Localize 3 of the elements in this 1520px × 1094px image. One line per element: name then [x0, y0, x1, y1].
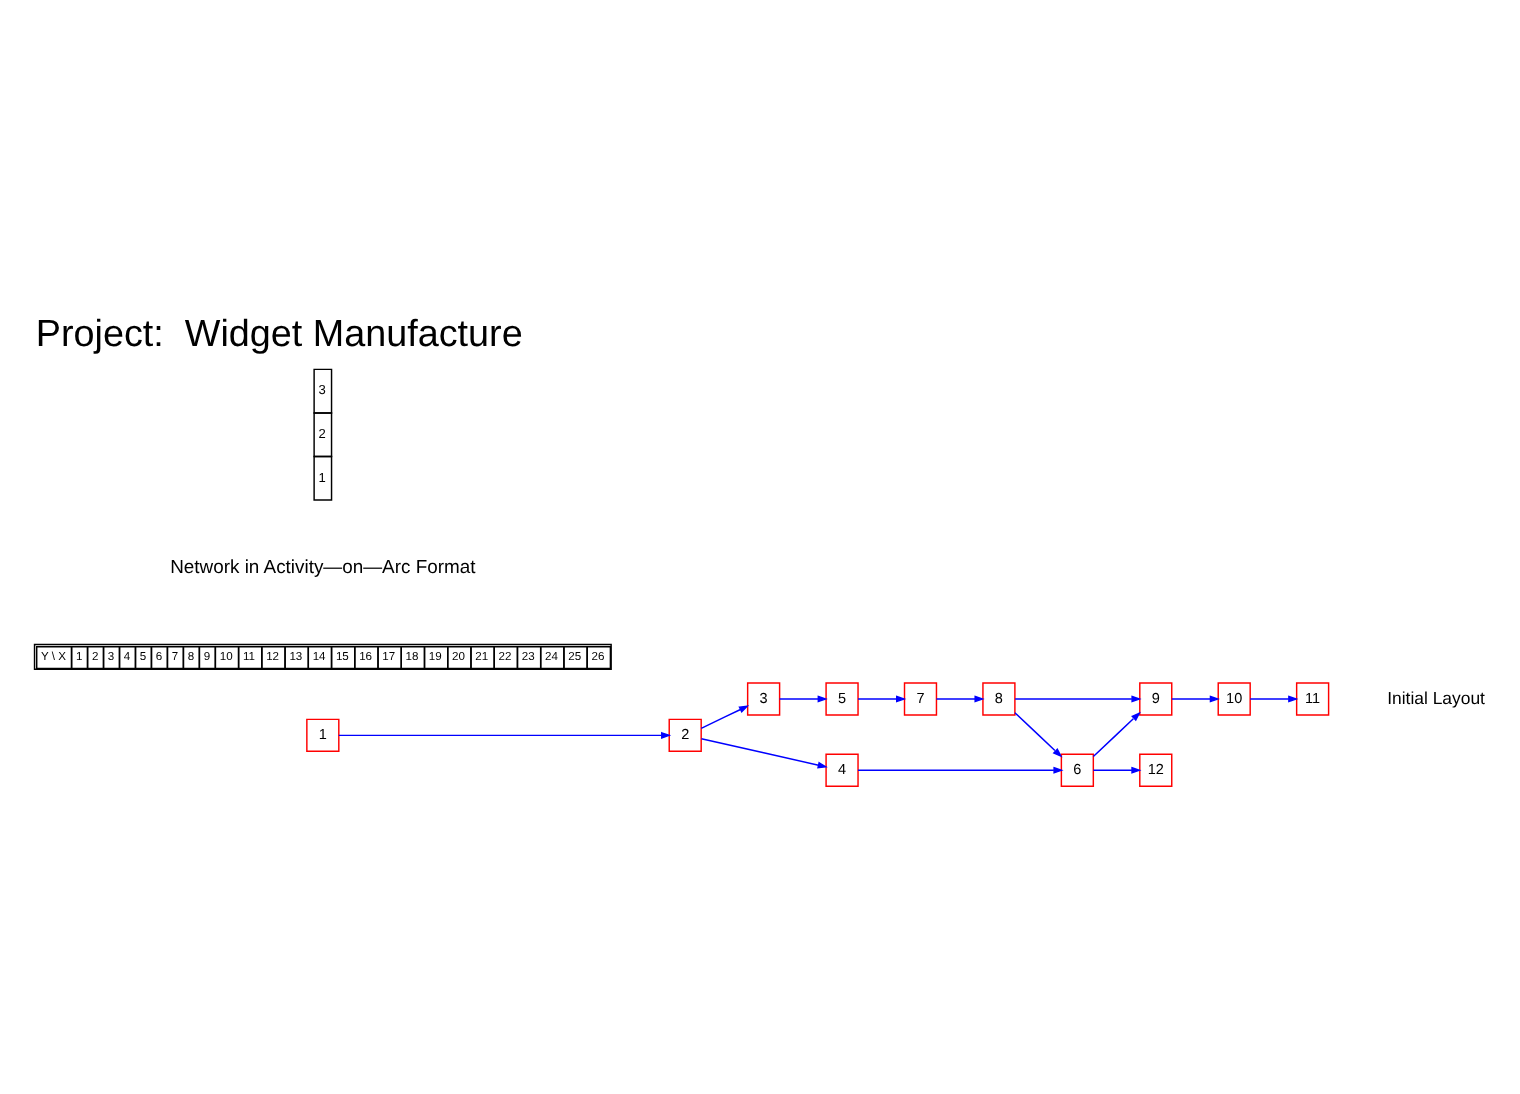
- diagram-title: Project: Widget Manufacture: [35, 312, 523, 355]
- label: Initial Layout: [1387, 686, 1485, 707]
- label: Network in Activity—on—Arc Format: [170, 556, 476, 579]
